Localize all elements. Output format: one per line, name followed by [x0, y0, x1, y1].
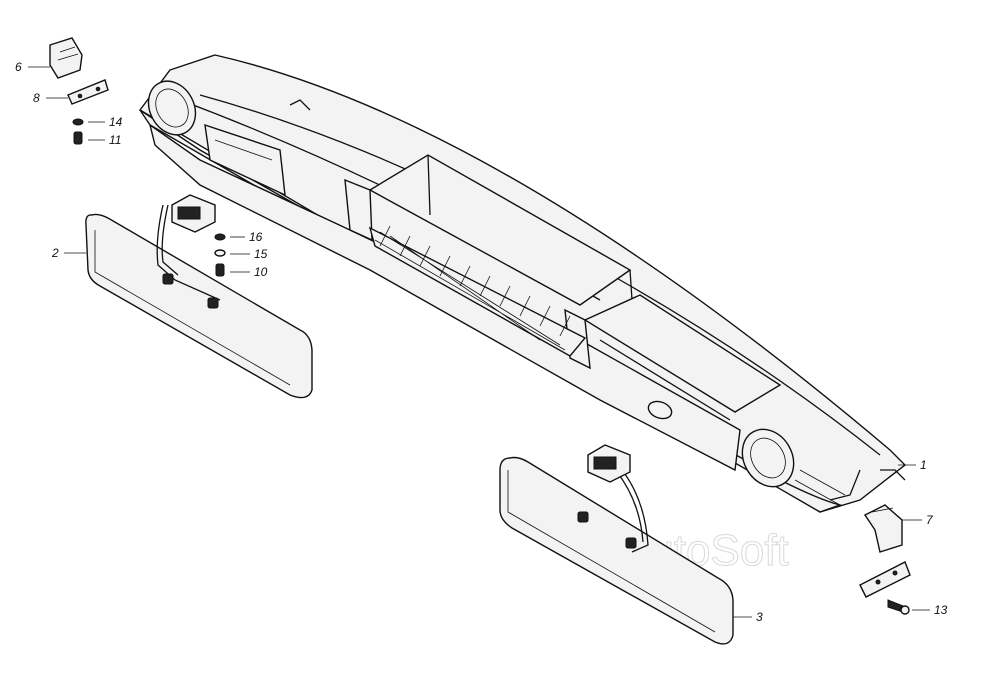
screw-11: [73, 131, 83, 145]
callout-2: 2: [51, 246, 59, 260]
plate-8: [67, 79, 109, 105]
washer-16: [214, 233, 226, 241]
callout-14: 14: [109, 115, 123, 129]
callout-15: 15: [254, 247, 268, 261]
callout-7: 7: [926, 513, 934, 527]
callout-6: 6: [15, 60, 22, 74]
callout-8: 8: [33, 91, 40, 105]
callout-13: 13: [934, 603, 948, 617]
bracket-6: [49, 37, 83, 79]
sun-visor-left: [85, 194, 313, 399]
washer-14: [72, 118, 84, 126]
plate-right: [859, 561, 911, 598]
callout-3: 3: [756, 610, 763, 624]
sun-visor-right: [499, 444, 734, 645]
callouts: 1 2 3 6 7 8 10 11 13 14 15 16: [15, 60, 948, 624]
storage-net: [368, 225, 587, 357]
callout-16: 16: [249, 230, 263, 244]
screw-13: [887, 599, 910, 615]
overhead-console: [138, 54, 907, 513]
callout-1: 1: [920, 458, 927, 472]
callout-11: 11: [109, 133, 121, 147]
bracket-7: [863, 504, 903, 553]
washer-15: [214, 249, 226, 257]
callout-10: 10: [254, 265, 268, 279]
screw-10: [215, 263, 225, 277]
